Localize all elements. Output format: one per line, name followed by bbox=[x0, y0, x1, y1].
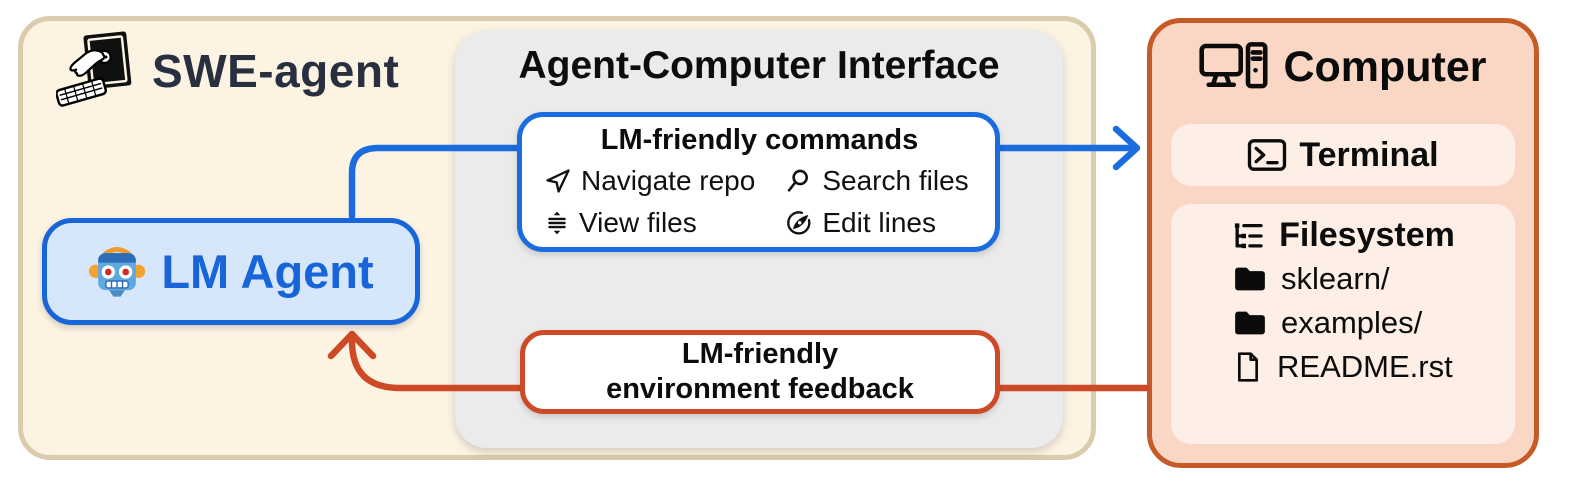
fs-entry-name: sklearn/ bbox=[1281, 261, 1390, 296]
fs-entry-examples: examples/ bbox=[1233, 305, 1505, 341]
computer-header: Computer bbox=[1147, 40, 1539, 94]
robot-icon bbox=[89, 246, 146, 297]
swe-agent-logo-icon bbox=[56, 31, 132, 107]
terminal-box: Terminal bbox=[1171, 124, 1515, 186]
command-label: Edit lines bbox=[822, 206, 936, 238]
search-icon bbox=[788, 169, 809, 192]
lm-commands-box: LM-friendly commands Navigate repo Searc… bbox=[517, 112, 1000, 252]
computer-title: Computer bbox=[1283, 42, 1487, 91]
file-icon bbox=[1238, 352, 1258, 382]
fs-entry-name: examples/ bbox=[1281, 305, 1423, 340]
terminal-icon bbox=[1248, 139, 1287, 171]
command-label: Search files bbox=[822, 164, 969, 196]
fs-entry-sklearn: sklearn/ bbox=[1233, 261, 1505, 297]
fs-entry-name: README.rst bbox=[1277, 349, 1453, 384]
folder-icon bbox=[1235, 267, 1265, 291]
tree-icon bbox=[1235, 222, 1263, 248]
feedback-line2: environment feedback bbox=[606, 373, 914, 405]
command-navigate-repo: Navigate repo bbox=[544, 164, 785, 197]
terminal-label: Terminal bbox=[1299, 135, 1439, 174]
computer-icon bbox=[1199, 42, 1268, 89]
command-edit-lines: Edit lines bbox=[785, 206, 975, 239]
swe-agent-title: SWE-agent bbox=[152, 45, 400, 97]
filesystem-label: Filesystem bbox=[1279, 216, 1455, 254]
view-files-icon bbox=[548, 211, 566, 234]
feedback-line1: LM-friendly bbox=[681, 338, 839, 371]
command-view-files: View files bbox=[544, 206, 785, 239]
filesystem-header: Filesystem bbox=[1181, 216, 1505, 255]
folder-icon bbox=[1235, 311, 1265, 335]
command-label: Navigate repo bbox=[581, 164, 756, 196]
filesystem-entries: sklearn/ examples/ README.rst bbox=[1181, 261, 1505, 385]
aci-title: Agent-Computer Interface bbox=[518, 44, 1000, 87]
command-search-files: Search files bbox=[785, 164, 975, 197]
lm-commands-grid: Navigate repo Search files View files bbox=[544, 164, 975, 239]
lm-agent-label: LM Agent bbox=[161, 245, 374, 298]
lm-commands-title: LM-friendly commands bbox=[600, 124, 919, 156]
command-label: View files bbox=[579, 206, 697, 238]
fs-entry-readme: README.rst bbox=[1233, 349, 1505, 385]
swe-agent-header: SWE-agent bbox=[56, 28, 399, 114]
lm-agent-box: LM Agent bbox=[42, 218, 420, 325]
navigate-icon bbox=[546, 168, 570, 193]
filesystem-box: Filesystem sklearn/ examples/ REA bbox=[1171, 204, 1515, 444]
edit-lines-icon bbox=[787, 210, 811, 235]
lm-feedback-box: LM-friendly environment feedback bbox=[520, 330, 1000, 414]
